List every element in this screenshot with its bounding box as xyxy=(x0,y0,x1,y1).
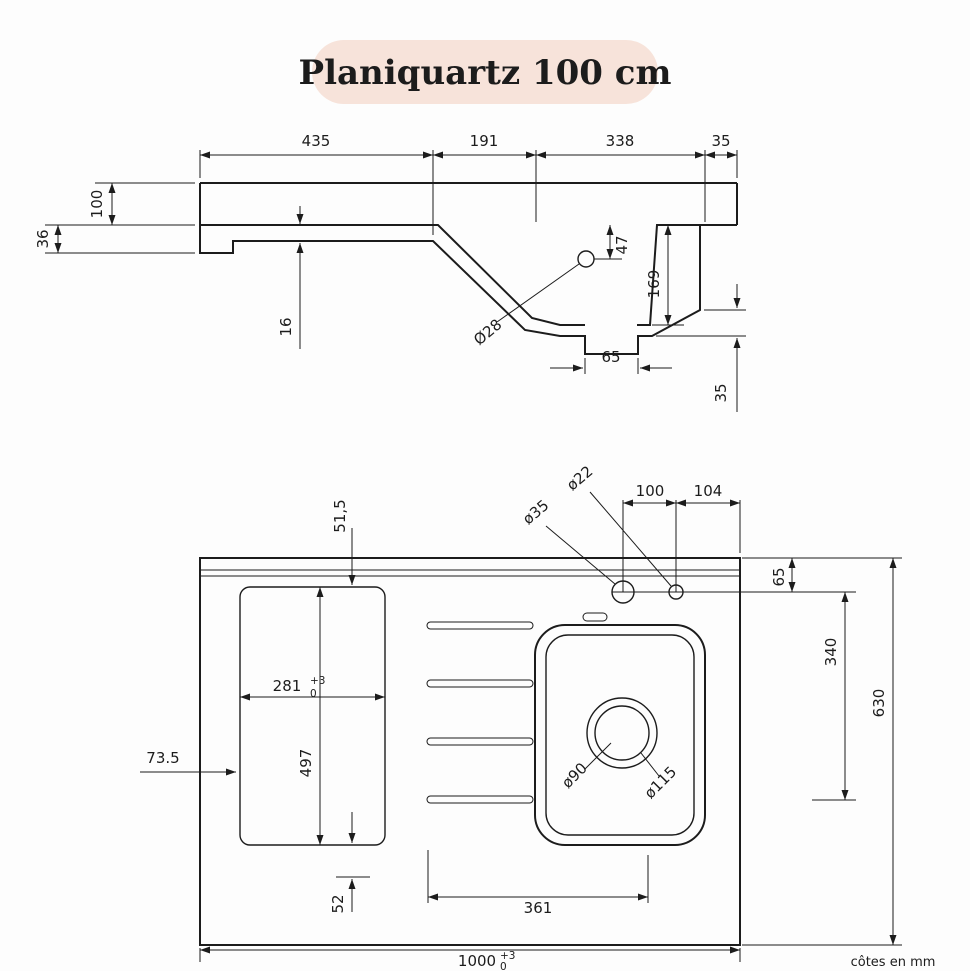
title-pill-background xyxy=(312,40,658,104)
leader-hole-large xyxy=(545,525,616,585)
dim-label-cutout-height: 497 xyxy=(297,749,315,778)
plan-extension-lines xyxy=(199,500,902,962)
dim-label-cutout-bottom-offset: 52 xyxy=(329,894,347,913)
drainer-groove-4 xyxy=(426,795,534,804)
section-view: 435 191 338 35 100 36 16 Ø28 47 169 65 3… xyxy=(34,132,746,412)
drainer-cutout xyxy=(239,586,386,846)
bowl-inner-outline xyxy=(545,634,695,836)
dim-label-total-width: 1000 xyxy=(458,952,496,970)
dim-label-hole-offset: 65 xyxy=(770,567,788,586)
dim-label-cutout-width-tol-plus: +3 xyxy=(310,675,325,687)
dim-label-drain-outer: ø115 xyxy=(641,763,680,802)
dim-label-edge-width: 35 xyxy=(711,132,730,150)
dim-label-drain-inner: ø90 xyxy=(558,759,591,792)
drainer-groove-2 xyxy=(426,679,534,688)
leader-overflow-diameter xyxy=(496,263,580,323)
drainer-groove-3 xyxy=(426,737,534,746)
dim-label-drainer-thickness: 16 xyxy=(277,317,295,336)
leader-drain-inner xyxy=(584,742,612,770)
dim-label-hole-small: ø22 xyxy=(563,462,596,494)
dim-label-hole-gap: 100 xyxy=(636,482,665,500)
dim-label-hole-large: ø35 xyxy=(519,496,552,528)
title-badge: Planiquartz 100 cm xyxy=(299,40,672,104)
dim-label-hole-edge: 104 xyxy=(694,482,723,500)
overflow-hole-section xyxy=(577,250,595,268)
plan-view: ø22 ø35 100 104 51,5 65 340 630 281 +3 0… xyxy=(140,462,935,971)
sink-section-profile xyxy=(199,182,738,355)
front-edge-lines xyxy=(200,569,740,577)
dim-label-drain-width: 65 xyxy=(601,348,620,366)
dim-label-depth: 630 xyxy=(870,689,888,718)
dim-label-overflow-depth: 47 xyxy=(613,235,631,254)
dim-label-apron-height: 36 xyxy=(34,229,52,248)
page-title: Planiquartz 100 cm xyxy=(299,53,672,93)
overflow-slot xyxy=(582,612,608,622)
leader-drain-outer xyxy=(640,752,660,777)
dim-label-total-width-tol-minus: 0 xyxy=(500,961,507,971)
dim-label-drainer-width: 435 xyxy=(302,132,331,150)
dim-label-total-width-tol-plus: +3 xyxy=(500,950,515,962)
dim-label-cutout-width-tol-minus: 0 xyxy=(310,688,317,700)
dim-label-cutout-width: 281 xyxy=(273,677,302,695)
dim-label-bowl-width: 361 xyxy=(524,899,553,917)
drain-circle-inner xyxy=(594,705,650,761)
dim-label-bowl-depth: 169 xyxy=(645,270,663,299)
dim-label-bowl-length: 340 xyxy=(822,638,840,667)
dim-label-bowl-width: 338 xyxy=(606,132,635,150)
dim-label-right-step: 35 xyxy=(712,383,730,402)
leader-hole-small xyxy=(589,491,672,587)
dim-label-cutout-left-offset: 73.5 xyxy=(146,749,179,767)
dim-label-front-height: 100 xyxy=(88,190,106,219)
sink-plan-outline xyxy=(199,557,741,946)
bowl-outer-outline xyxy=(534,624,706,846)
drainer-groove-1 xyxy=(426,621,534,630)
units-note: côtes en mm xyxy=(851,955,936,970)
drain-circle-outer xyxy=(586,697,658,769)
dim-label-mid-width: 191 xyxy=(470,132,499,150)
dim-label-cutout-top-offset: 51,5 xyxy=(331,499,349,532)
